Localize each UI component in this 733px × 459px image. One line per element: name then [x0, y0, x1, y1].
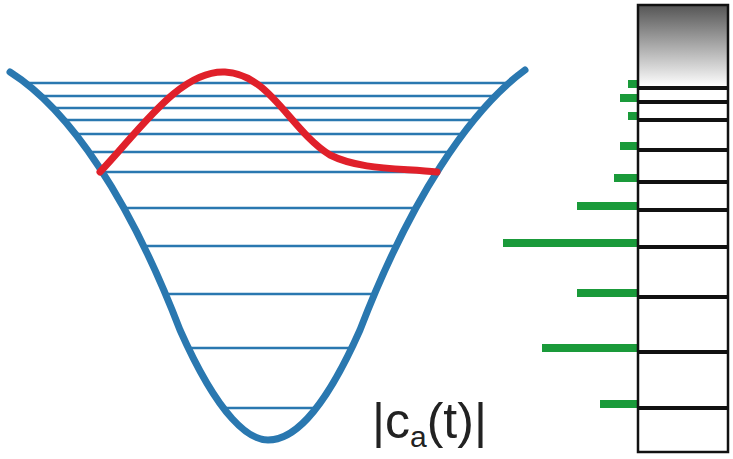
well-level [124, 207, 416, 210]
population-bar [620, 142, 638, 150]
ladder-level [638, 208, 728, 212]
population-bar [577, 289, 638, 297]
population-bar [614, 174, 638, 182]
well-level [165, 293, 374, 296]
well-level [223, 407, 316, 410]
population-bar [628, 112, 638, 120]
population-bar [577, 202, 638, 210]
ladder-level [638, 245, 728, 249]
well-level [144, 245, 397, 248]
ladder-level [638, 406, 728, 410]
potential-well [10, 70, 525, 440]
well-level [26, 82, 509, 85]
well-level [188, 347, 351, 350]
ladder-level [638, 180, 728, 184]
amplitude-label: |ca(t)| [372, 396, 487, 452]
population-bar [620, 94, 638, 102]
ladder-level [638, 100, 728, 104]
ladder-level [638, 148, 728, 152]
amplitude-label-part: (t)| [427, 396, 487, 446]
well-level [53, 107, 484, 110]
amplitude-label-part: |c [372, 396, 410, 446]
population-bar [503, 239, 638, 247]
level-box [638, 5, 728, 452]
amplitude-label-part: a [410, 422, 427, 452]
ladder-level [638, 86, 728, 90]
ladder-level [638, 295, 728, 299]
ladder-level [638, 118, 728, 122]
population-bar [600, 400, 638, 408]
well-level [64, 119, 474, 122]
ladder-level [638, 350, 728, 354]
population-bar [628, 80, 638, 88]
well-level [89, 151, 450, 154]
energy-levels [26, 83, 509, 408]
wavepacket [100, 72, 437, 172]
continuum [638, 5, 728, 87]
population-bar [542, 344, 638, 352]
level-ladder [503, 84, 728, 408]
